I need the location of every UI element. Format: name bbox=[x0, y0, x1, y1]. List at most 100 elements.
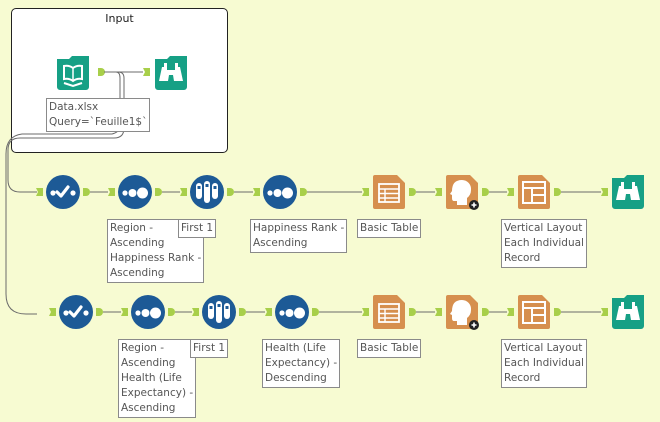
table-icon bbox=[373, 295, 405, 329]
annotation-line: Ascending bbox=[110, 237, 165, 249]
annotation-line: Each Individual bbox=[504, 357, 584, 369]
output-anchor[interactable] bbox=[239, 308, 246, 316]
output-anchor[interactable] bbox=[554, 188, 561, 196]
tool-sample[interactable] bbox=[201, 294, 237, 330]
input-anchor[interactable] bbox=[253, 188, 260, 196]
input-anchor[interactable] bbox=[121, 308, 128, 316]
input-anchor[interactable] bbox=[601, 188, 608, 196]
input-anchor[interactable] bbox=[362, 188, 369, 196]
output-anchor[interactable] bbox=[83, 188, 90, 196]
tool-sort[interactable] bbox=[262, 174, 298, 210]
connection-wire bbox=[7, 71, 125, 193]
output-anchor[interactable] bbox=[554, 308, 561, 316]
annotation-line: First 1 bbox=[193, 342, 226, 354]
tool-sort[interactable] bbox=[117, 174, 153, 210]
input-anchor[interactable] bbox=[601, 308, 608, 316]
annotation-line: Basic Table bbox=[360, 222, 419, 234]
input-data-tool[interactable] bbox=[55, 55, 91, 91]
table-icon bbox=[373, 175, 405, 209]
tool-sort[interactable] bbox=[274, 294, 310, 330]
tool-sort[interactable] bbox=[130, 294, 166, 330]
head-plus-icon bbox=[446, 175, 479, 210]
input-anchor[interactable] bbox=[435, 188, 442, 196]
tool-annotation[interactable]: First 1 bbox=[190, 339, 229, 358]
output-anchor[interactable] bbox=[482, 308, 489, 316]
input-anchor[interactable] bbox=[265, 308, 272, 316]
annotation-line: Ascending bbox=[253, 237, 308, 249]
annotation-line: Health (Life bbox=[265, 342, 326, 354]
output-anchor[interactable] bbox=[168, 308, 175, 316]
test-tubes-icon bbox=[190, 175, 224, 209]
annotation-line: Happiness Rank - bbox=[110, 252, 202, 264]
output-anchor[interactable] bbox=[312, 308, 319, 316]
input-anchor[interactable] bbox=[507, 308, 514, 316]
tool-annotation[interactable]: Basic Table bbox=[357, 339, 422, 358]
output-anchor[interactable] bbox=[98, 68, 105, 76]
test-tubes-icon bbox=[202, 295, 236, 329]
tool-sample[interactable] bbox=[189, 174, 225, 210]
input-anchor[interactable] bbox=[180, 188, 187, 196]
tool-report-text[interactable] bbox=[444, 294, 480, 330]
annotation-line: Happiness Rank - bbox=[253, 222, 345, 234]
input-anchor[interactable] bbox=[143, 68, 150, 76]
tool-browse[interactable] bbox=[610, 294, 646, 330]
binoculars-icon bbox=[612, 295, 644, 329]
annotation-line: Health (Life bbox=[121, 372, 182, 384]
binoculars-icon bbox=[612, 175, 644, 209]
annotation-line: Region - bbox=[121, 342, 165, 354]
input-anchor[interactable] bbox=[49, 308, 56, 316]
layout-icon bbox=[518, 295, 550, 329]
annotation-line: Ascending bbox=[121, 402, 176, 414]
input-anchor[interactable] bbox=[108, 188, 115, 196]
tool-select[interactable] bbox=[58, 294, 94, 330]
connection-wire bbox=[5, 71, 121, 315]
tool-browse[interactable] bbox=[610, 174, 646, 210]
tool-annotation[interactable]: Basic Table bbox=[357, 219, 422, 238]
output-anchor[interactable] bbox=[155, 188, 162, 196]
tool-annotation[interactable]: Happiness Rank - Ascending bbox=[250, 219, 348, 253]
tool-report-text[interactable] bbox=[444, 174, 480, 210]
tool-annotation[interactable]: First 1 bbox=[178, 219, 217, 238]
input-anchor[interactable] bbox=[36, 188, 43, 196]
tool-select[interactable] bbox=[45, 174, 81, 210]
binoculars-icon bbox=[155, 56, 187, 90]
tool-layout[interactable] bbox=[516, 174, 552, 210]
input-anchor[interactable] bbox=[435, 308, 442, 316]
annotation-line: Data.xlsx bbox=[49, 101, 99, 113]
input-anchor[interactable] bbox=[192, 308, 199, 316]
annotation-line: Each Individual bbox=[504, 237, 584, 249]
output-anchor[interactable] bbox=[96, 308, 103, 316]
output-anchor[interactable] bbox=[482, 188, 489, 196]
dots-icon bbox=[263, 175, 297, 209]
annotation-line: Vertical Layout bbox=[504, 222, 583, 234]
tool-table[interactable] bbox=[371, 174, 407, 210]
output-anchor[interactable] bbox=[300, 188, 307, 196]
check-icon bbox=[46, 175, 80, 209]
tool-layout[interactable] bbox=[516, 294, 552, 330]
annotation-line: First 1 bbox=[181, 222, 214, 234]
annotation-line: Basic Table bbox=[360, 342, 419, 354]
output-anchor[interactable] bbox=[227, 188, 234, 196]
annotation-line: Vertical Layout bbox=[504, 342, 583, 354]
annotation-line: Expectancy) - bbox=[121, 387, 194, 399]
annotation-line: Ascending bbox=[121, 357, 176, 369]
input-anchor[interactable] bbox=[507, 188, 514, 196]
tool-table[interactable] bbox=[371, 294, 407, 330]
output-anchor[interactable] bbox=[409, 188, 416, 196]
annotation-line: Descending bbox=[265, 372, 327, 384]
book-icon bbox=[57, 56, 89, 90]
annotation-line: Query=`Feuille1$` bbox=[49, 116, 148, 128]
browse-tool-input[interactable] bbox=[153, 55, 189, 91]
dots-icon bbox=[131, 295, 165, 329]
dots-icon bbox=[275, 295, 309, 329]
input-anchor[interactable] bbox=[362, 308, 369, 316]
output-anchor[interactable] bbox=[409, 308, 416, 316]
annotation-line: Ascending bbox=[110, 267, 165, 279]
annotation-line: Record bbox=[504, 372, 541, 384]
